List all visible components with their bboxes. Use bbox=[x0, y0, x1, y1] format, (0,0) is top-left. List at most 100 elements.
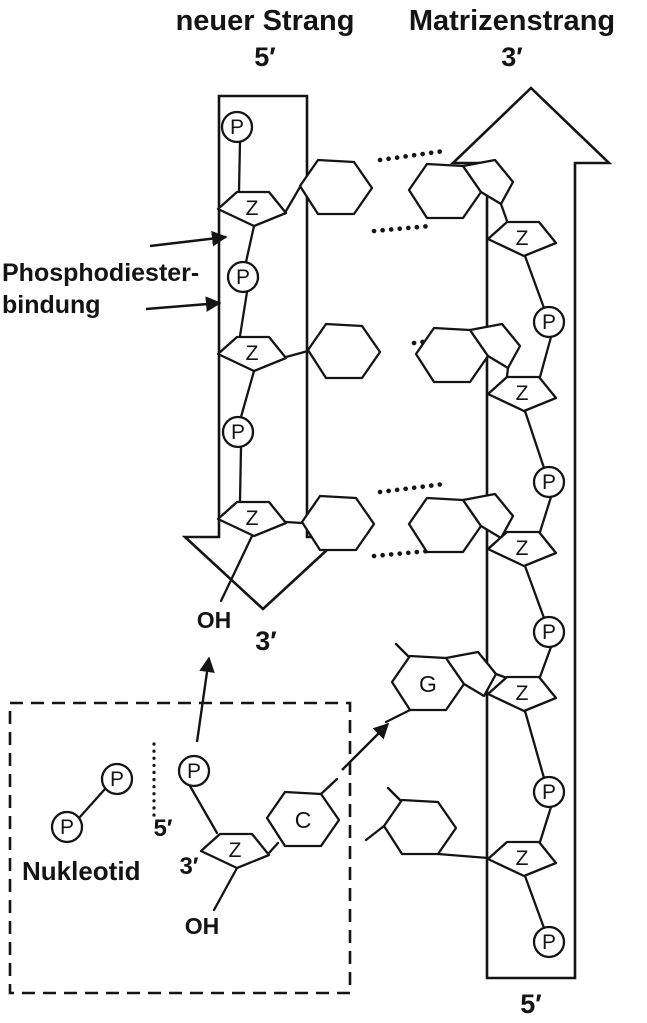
phosphodiester-bond bbox=[244, 224, 256, 264]
sugar-label: Z bbox=[246, 342, 259, 365]
sugar-icon bbox=[216, 190, 288, 228]
phosphodiester-label-line2: bindung bbox=[2, 291, 101, 319]
template-strand-five-prime-label: 5′ bbox=[520, 989, 542, 1019]
guanine-base-pentagon bbox=[444, 650, 498, 698]
oh-bond bbox=[219, 534, 254, 603]
new-strand-five-prime-label: 5′ bbox=[254, 42, 276, 72]
phosphate-icon bbox=[221, 415, 255, 449]
phosphate-label: P bbox=[187, 760, 201, 783]
phosphate-label: P bbox=[230, 116, 244, 139]
unpaired-base-ring bbox=[382, 798, 458, 856]
sugar-icon bbox=[216, 500, 288, 538]
backbone-bond bbox=[538, 495, 553, 534]
sugar-label: Z bbox=[516, 382, 529, 405]
backbone-bond bbox=[239, 369, 256, 419]
sugar-label: Z bbox=[246, 197, 259, 220]
hydrogen-bond-dots bbox=[377, 148, 447, 163]
substituent-tick bbox=[386, 786, 404, 804]
cytosine-base-ring bbox=[265, 790, 341, 848]
phosphate-icon bbox=[532, 775, 566, 809]
base-purine-pentagon bbox=[461, 158, 515, 206]
backbone-bond bbox=[538, 645, 553, 679]
phosphate-icon bbox=[532, 925, 566, 959]
base-purine-pentagon bbox=[461, 492, 515, 540]
phosphate-icon bbox=[177, 754, 211, 788]
sugar-icon bbox=[199, 832, 271, 870]
phosphate-label: P bbox=[542, 931, 556, 954]
base-pyrimidine-ring bbox=[306, 322, 382, 380]
box-three-prime-label: 3′ bbox=[179, 853, 198, 880]
substituent-tick bbox=[394, 642, 412, 660]
nucleotide-box bbox=[8, 701, 352, 995]
phosphate-icon bbox=[226, 260, 260, 294]
sugar-icon bbox=[216, 335, 288, 373]
phosphate-icon bbox=[532, 465, 566, 499]
base-purine-pentagon bbox=[468, 322, 522, 370]
phosphate-icon bbox=[220, 110, 254, 144]
phosphate-label: P bbox=[231, 421, 245, 444]
phosphodiester-arrow bbox=[149, 230, 228, 248]
glycosidic-bond bbox=[436, 852, 490, 860]
hydrogen-bond-dots bbox=[371, 223, 433, 234]
new-strand-three-prime-label: 3′ bbox=[255, 626, 277, 656]
phosphate-label: P bbox=[542, 781, 556, 804]
hydrogen-bond-dots bbox=[371, 548, 431, 559]
glycosidic-bond bbox=[284, 349, 310, 359]
phosphate-label: P bbox=[542, 621, 556, 644]
box-oh-label: OH bbox=[185, 913, 220, 939]
phosphodiester-bond bbox=[238, 290, 249, 338]
base-pairing-arrow bbox=[341, 722, 390, 771]
hydrogen-bond-dots bbox=[377, 481, 447, 495]
sugar-label: Z bbox=[516, 847, 529, 870]
sugar-icon bbox=[486, 840, 558, 878]
cytosine-label: C bbox=[295, 807, 312, 833]
glycosidic-bond bbox=[505, 366, 510, 378]
sugar-label: Z bbox=[229, 839, 242, 862]
box-five-prime-label: 5′ bbox=[153, 815, 172, 842]
template-strand-three-prime-label: 3′ bbox=[501, 42, 523, 72]
phosphate-label: P bbox=[236, 266, 250, 289]
base-pyrimidine-ring bbox=[298, 158, 374, 216]
backbone-bond bbox=[188, 784, 219, 835]
sugar-icon bbox=[486, 675, 558, 713]
sugar-icon bbox=[486, 530, 558, 568]
backbone-bond bbox=[238, 445, 243, 503]
substituent-tick bbox=[364, 824, 386, 842]
phosphate-icon bbox=[100, 762, 134, 796]
backbone-bond bbox=[237, 140, 242, 193]
phosphate-label: P bbox=[110, 768, 124, 791]
backbone-bond bbox=[538, 805, 553, 844]
glycosidic-bond bbox=[499, 202, 509, 223]
incoming-nucleotide-arrow bbox=[195, 656, 215, 743]
backbone-bond bbox=[523, 564, 546, 620]
pyrophosphate-bond bbox=[77, 787, 107, 820]
base-pyrimidine-ring bbox=[300, 494, 376, 552]
oh-bond bbox=[212, 866, 239, 912]
glycosidic-bond bbox=[284, 185, 302, 213]
phosphate-label: P bbox=[60, 816, 74, 839]
backbone-bond bbox=[523, 409, 546, 470]
sugar-label: Z bbox=[516, 682, 529, 705]
substituent-tick bbox=[319, 777, 339, 796]
sugar-icon bbox=[486, 375, 558, 413]
backbone-bond bbox=[523, 874, 546, 930]
phosphate-label: P bbox=[542, 471, 556, 494]
template-strand-title: Matrizenstrang bbox=[409, 5, 615, 37]
phosphate-label: P bbox=[542, 311, 556, 334]
oh-label: OH bbox=[197, 607, 232, 633]
sugar-label: Z bbox=[516, 227, 529, 250]
phosphodiester-label-line1: Phosphodiester- bbox=[2, 259, 199, 287]
sugar-label: Z bbox=[246, 507, 259, 530]
guanine-label: G bbox=[419, 671, 437, 697]
new-strand-title: neuer Strang bbox=[176, 5, 355, 37]
backbone-bond bbox=[523, 709, 546, 780]
glycosidic-bond bbox=[284, 520, 304, 525]
backbone-bond bbox=[523, 254, 546, 310]
phosphodiester-arrow bbox=[145, 296, 222, 312]
sugar-icon bbox=[486, 220, 558, 258]
glycosidic-bond bbox=[267, 841, 280, 855]
incoming-bond-site bbox=[384, 708, 412, 724]
nucleotide-label: Nukleotid bbox=[22, 856, 140, 886]
phosphate-icon bbox=[50, 810, 84, 844]
